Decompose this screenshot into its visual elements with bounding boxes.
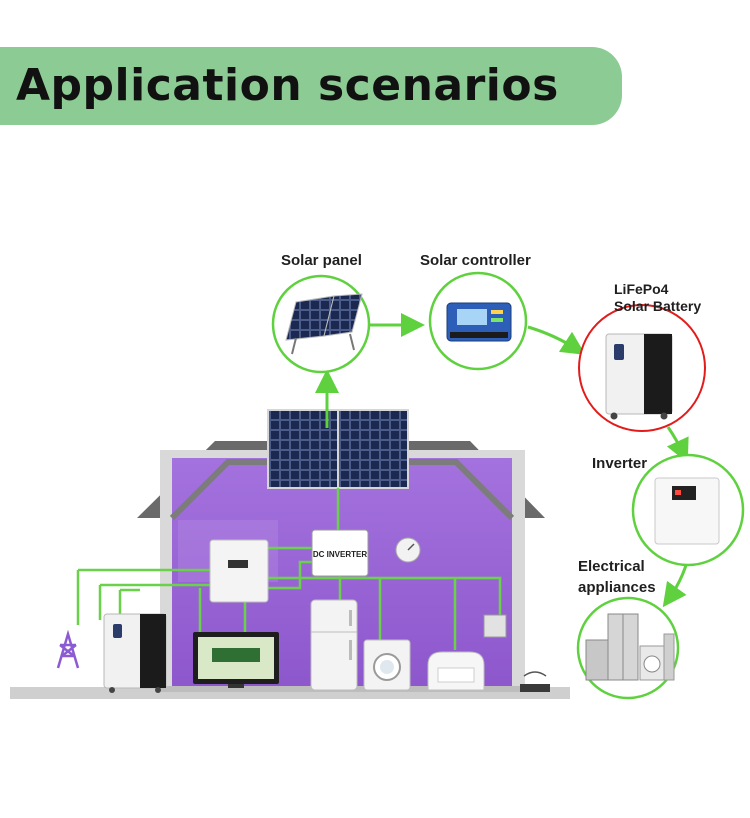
solar-panel-node xyxy=(271,274,371,374)
rooftop-solar-array xyxy=(267,409,409,489)
lifepo4-battery-node xyxy=(578,304,706,432)
solar-controller-node xyxy=(428,271,528,371)
dc-inverter-label: DC INVERTER xyxy=(313,550,367,559)
arrow-controller-to-battery xyxy=(527,325,586,355)
washing-machine-icon xyxy=(363,639,411,691)
power-tower-icon xyxy=(56,629,80,669)
arrow-battery-to-inverter xyxy=(666,426,689,464)
wall-inverter-unit xyxy=(209,539,269,603)
inverter-label: Inverter xyxy=(592,455,648,472)
tv-icon xyxy=(193,632,279,688)
appliances-label-line1: Electrical xyxy=(578,558,645,575)
junction-box xyxy=(483,614,507,638)
page-title: Application scenarios xyxy=(16,60,559,111)
meter-icon xyxy=(395,537,421,563)
armchair-icon xyxy=(427,651,485,691)
dc-inverter-box: DC INVERTER xyxy=(311,529,369,577)
solar-controller-label: Solar controller xyxy=(420,252,531,269)
solar-panel-label: Solar panel xyxy=(281,252,362,269)
electrical-appliances-node xyxy=(576,596,680,700)
appliances-label-line2: appliances xyxy=(578,579,656,596)
battery-label-line2: Solar Battery xyxy=(614,298,702,314)
title-banner: Application scenarios xyxy=(0,47,622,125)
router-icon xyxy=(520,671,550,692)
outdoor-battery-cabinet xyxy=(103,613,167,693)
fridge-icon xyxy=(310,599,358,691)
inverter-node xyxy=(631,453,745,567)
battery-label-line1: LiFePo4 xyxy=(614,281,669,297)
